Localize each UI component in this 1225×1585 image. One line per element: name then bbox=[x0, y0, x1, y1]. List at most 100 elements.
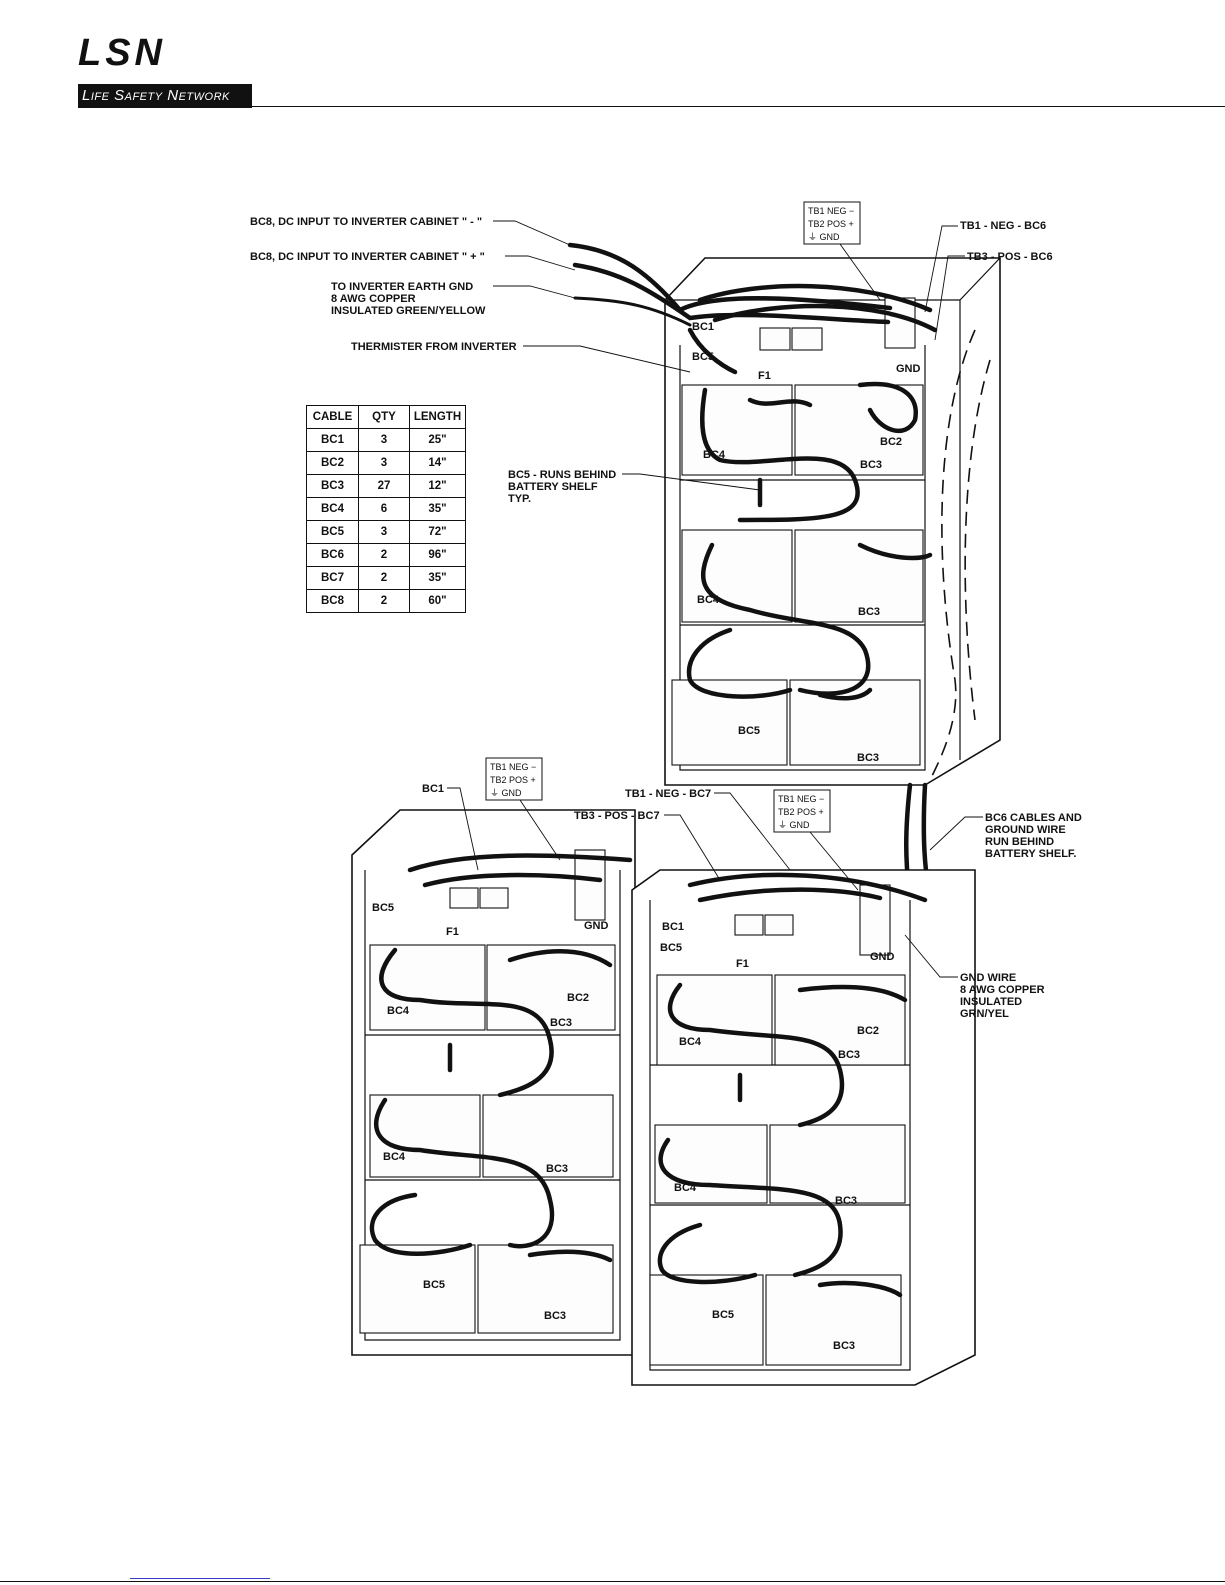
label-bc6-1: BC6 CABLES AND bbox=[985, 812, 1082, 824]
cell-qty: 3 bbox=[358, 428, 410, 452]
label-bc5-left-2: BC5 bbox=[423, 1279, 445, 1291]
label-bc6-2: GROUND WIRE bbox=[985, 824, 1066, 836]
label-bc3-right-3: BC3 bbox=[833, 1340, 855, 1352]
footer-link-line bbox=[130, 1578, 270, 1579]
label-bc5-runs-1: BC5 - RUNS BEHIND bbox=[508, 469, 616, 481]
label-bc3-right-2: BC3 bbox=[835, 1195, 857, 1207]
label-bc5-right: BC5 bbox=[660, 942, 682, 954]
cell-qty: 2 bbox=[358, 566, 410, 590]
cell-length: 35" bbox=[409, 497, 466, 521]
logo-tagline: Life Safety Network bbox=[78, 84, 252, 108]
label-bc3-left-1: BC3 bbox=[550, 1017, 572, 1029]
logo-lsn: LSN bbox=[78, 32, 166, 74]
cell-cable: BC7 bbox=[306, 566, 359, 590]
label-bc5-top: BC5 bbox=[692, 351, 714, 363]
label-bc4-right: BC4 bbox=[679, 1036, 702, 1048]
cell-length: 14" bbox=[409, 451, 466, 475]
cell-length: 25" bbox=[409, 428, 466, 452]
tb-box-right-line1: TB1 NEG − bbox=[778, 794, 824, 804]
bottom-left-cabinet bbox=[351, 809, 636, 1356]
tb-box-right-line2: TB2 POS + bbox=[778, 807, 824, 817]
label-bc2-left: BC2 bbox=[567, 992, 589, 1004]
label-bc5-runs-2: BATTERY SHELF bbox=[508, 481, 598, 493]
cell-length: 96" bbox=[409, 543, 466, 567]
header-qty: QTY bbox=[358, 405, 410, 429]
tb-box-left: TB1 NEG − TB2 POS + ⏚ GND bbox=[485, 757, 561, 861]
header-rule bbox=[252, 106, 1225, 107]
cell-length: 60" bbox=[409, 589, 466, 613]
cell-cable: BC2 bbox=[306, 451, 359, 475]
cell-length: 12" bbox=[409, 474, 466, 498]
top-cabinet bbox=[567, 242, 1001, 903]
label-bc8-pos: BC8, DC INPUT TO INVERTER CABINET " + " bbox=[250, 251, 485, 263]
label-gnd-left: GND bbox=[584, 920, 609, 932]
label-f1-right: F1 bbox=[736, 958, 749, 970]
label-earth-3: INSULATED GREEN/YELLOW bbox=[331, 305, 486, 317]
label-gnd-wire-3: INSULATED bbox=[960, 996, 1022, 1008]
label-gnd-wire-4: GRN/YEL bbox=[960, 1008, 1009, 1020]
label-gnd-right: GND bbox=[870, 951, 895, 963]
cell-qty: 3 bbox=[358, 520, 410, 544]
label-tb3-bc6: TB3 - POS - BC6 bbox=[967, 251, 1053, 263]
label-bc3-top-2: BC3 bbox=[858, 606, 880, 618]
label-bc2-right: BC2 bbox=[857, 1025, 879, 1037]
cell-qty: 2 bbox=[358, 543, 410, 567]
cell-length: 35" bbox=[409, 566, 466, 590]
header-cable: CABLE bbox=[306, 405, 359, 429]
label-bc1-top: BC1 bbox=[692, 321, 714, 333]
label-bc3-top-3: BC3 bbox=[857, 752, 879, 764]
label-thermister: THERMISTER FROM INVERTER bbox=[351, 341, 517, 353]
cell-cable: BC4 bbox=[306, 497, 359, 521]
cable-table-header: CABLE QTY LENGTH bbox=[306, 405, 466, 429]
label-f1-left: F1 bbox=[446, 926, 459, 938]
label-tb1-bc6: TB1 - NEG - BC6 bbox=[960, 220, 1046, 232]
label-bc1-left: BC1 bbox=[422, 783, 444, 795]
label-bc4-top-2: BC4 bbox=[697, 594, 720, 606]
label-bc8-neg: BC8, DC INPUT TO INVERTER CABINET " - " bbox=[250, 216, 482, 228]
label-bc3-left-3: BC3 bbox=[544, 1310, 566, 1322]
label-bc3-left-2: BC3 bbox=[546, 1163, 568, 1175]
cell-qty: 27 bbox=[358, 474, 410, 498]
label-bc4-top: BC4 bbox=[703, 449, 726, 461]
tb-box-top-line2: TB2 POS + bbox=[808, 219, 854, 229]
cell-cable: BC8 bbox=[306, 589, 359, 613]
tb-box-top-line3: ⏚ GND bbox=[808, 232, 840, 242]
tb-box-left-line3: ⏚ GND bbox=[490, 788, 522, 798]
label-earth-2: 8 AWG COPPER bbox=[331, 293, 416, 305]
label-tb1-bc7: TB1 - NEG - BC7 bbox=[625, 788, 711, 800]
cell-cable: BC3 bbox=[306, 474, 359, 498]
tb-box-left-line2: TB2 POS + bbox=[490, 775, 536, 785]
cell-cable: BC1 bbox=[306, 428, 359, 452]
label-bc5-runs-3: TYP. bbox=[508, 493, 531, 505]
cell-cable: BC5 bbox=[306, 520, 359, 544]
label-bc5-left: BC5 bbox=[372, 902, 394, 914]
label-bc1-right: BC1 bbox=[662, 921, 684, 933]
label-bc3-right-1: BC3 bbox=[838, 1049, 860, 1061]
header-length: LENGTH bbox=[409, 405, 466, 429]
tb-box-top-line1: TB1 NEG − bbox=[808, 206, 854, 216]
cell-cable: BC6 bbox=[306, 543, 359, 567]
cell-length: 72" bbox=[409, 520, 466, 544]
cell-qty: 3 bbox=[358, 451, 410, 475]
footer-rule bbox=[0, 1581, 1225, 1582]
label-tb3-bc7: TB3 - POS - BC7 bbox=[574, 810, 660, 822]
tb-box-right: TB1 NEG − TB2 POS + ⏚ GND bbox=[773, 789, 859, 891]
tb-box-left-line1: TB1 NEG − bbox=[490, 762, 536, 772]
label-bc4-right-2: BC4 bbox=[674, 1182, 697, 1194]
label-bc5-right-2: BC5 bbox=[712, 1309, 734, 1321]
label-bc5-top-2: BC5 bbox=[738, 725, 760, 737]
label-gnd-wire-1: GND WIRE bbox=[960, 972, 1016, 984]
cell-qty: 6 bbox=[358, 497, 410, 521]
cell-qty: 2 bbox=[358, 589, 410, 613]
tb-box-right-line3: ⏚ GND bbox=[778, 820, 810, 830]
